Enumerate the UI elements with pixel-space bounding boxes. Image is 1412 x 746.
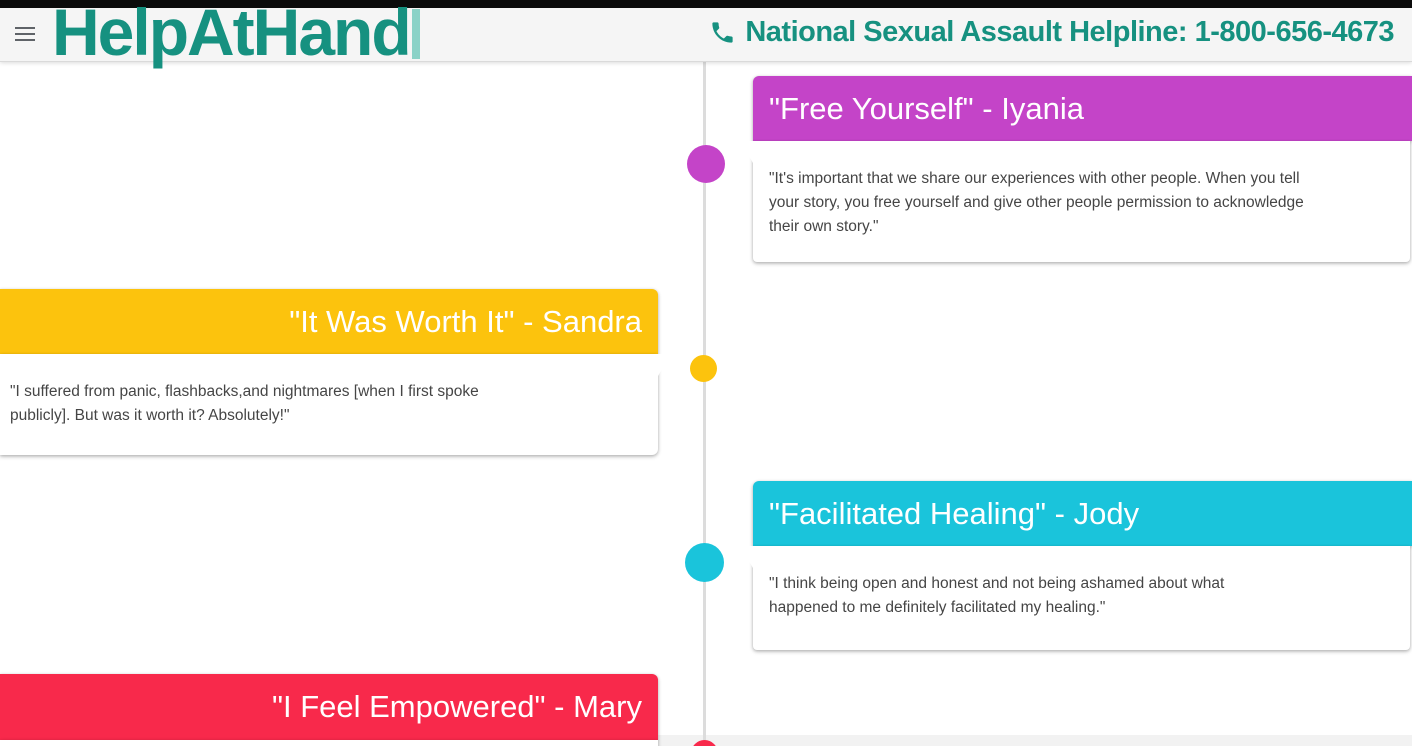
testimonial-body-jody: "I think being open and honest and not b…	[740, 546, 1410, 650]
helpline-text: National Sexual Assault Helpline: 1-800-…	[745, 16, 1394, 48]
testimonial-body-mary	[0, 740, 658, 746]
testimonial-header-mary: "I Feel Empowered" - Mary	[0, 674, 658, 740]
timeline-line	[703, 62, 706, 746]
testimonial-quote: "I suffered from panic, flashbacks,and n…	[10, 383, 479, 424]
timeline-dot-iyania	[687, 145, 725, 183]
top-black-strip	[0, 0, 1412, 8]
timeline-dot-mary	[691, 740, 718, 746]
testimonial-header-iyania: "Free Yourself" - Iyania	[753, 76, 1412, 141]
testimonial-title: "Facilitated Healing" - Jody	[769, 496, 1140, 531]
helpline-link[interactable]: National Sexual Assault Helpline: 1-800-…	[709, 16, 1394, 49]
logo-text: HelpAtHand	[52, 0, 412, 69]
speech-arrow	[658, 354, 671, 376]
testimonial-header-sandra: "It Was Worth It" - Sandra	[0, 289, 658, 354]
testimonial-title: "Free Yourself" - Iyania	[769, 91, 1084, 126]
timeline-dot-jody	[685, 543, 724, 582]
testimonial-title: "I Feel Empowered" - Mary	[271, 689, 642, 724]
testimonial-quote: "It's important that we share our experi…	[769, 170, 1304, 235]
app-bar	[0, 8, 1412, 62]
speech-arrow	[740, 141, 753, 163]
logo-input[interactable]: HelpAtHand	[52, 0, 420, 65]
testimonial-body-iyania: "It's important that we share our experi…	[740, 141, 1410, 262]
text-cursor	[411, 9, 420, 59]
testimonial-body-sandra: "I suffered from panic, flashbacks,and n…	[0, 354, 671, 455]
testimonial-quote: "I think being open and honest and not b…	[769, 575, 1225, 616]
testimonial-header-jody: "Facilitated Healing" - Jody	[753, 481, 1412, 546]
phone-icon	[709, 19, 736, 46]
timeline-dot-sandra	[690, 355, 717, 382]
hamburger-menu-icon[interactable]	[14, 27, 36, 43]
testimonial-title: "It Was Worth It" - Sandra	[289, 304, 642, 339]
speech-arrow	[740, 546, 753, 568]
